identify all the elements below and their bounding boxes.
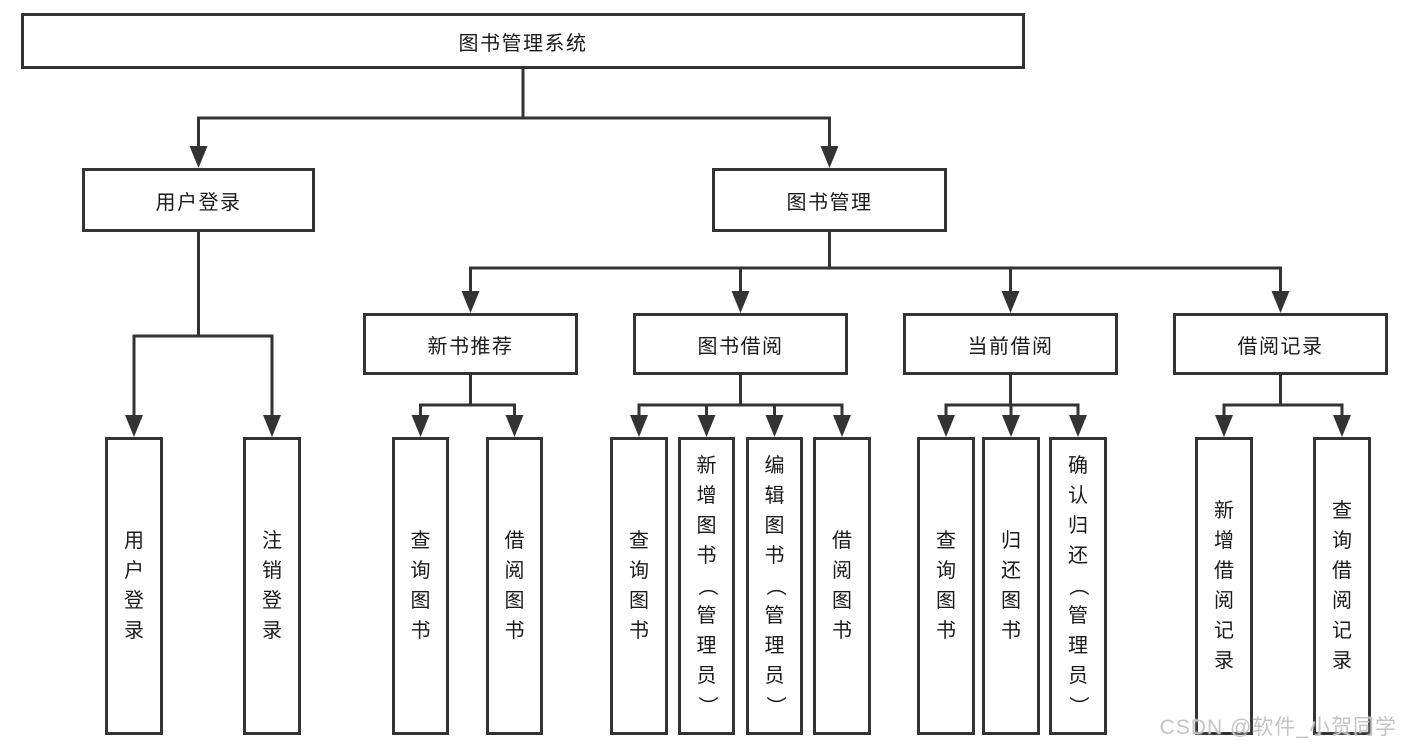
- arrowhead-icon: [833, 415, 851, 437]
- node-label-bb-query: 查询图书: [629, 530, 649, 642]
- node-label-book-mgmt: 图书管理: [786, 191, 873, 214]
- node-label-cb-query: 查询图书: [936, 530, 956, 642]
- node-br-query: 查询借阅记录: [1313, 437, 1371, 735]
- node-label-bb-add: 新增图书（管理员）: [695, 455, 718, 716]
- arrowhead-icon: [765, 415, 784, 437]
- node-user-login: 用户登录: [82, 168, 315, 232]
- node-nb-query: 查询图书: [392, 437, 449, 735]
- arrowhead-icon: [1001, 291, 1020, 313]
- node-label-bb-borrow: 借阅图书: [832, 530, 852, 642]
- node-book-borrow: 图书借阅: [633, 313, 848, 375]
- node-borrow-record: 借阅记录: [1173, 313, 1388, 375]
- node-label-login: 用户登录: [124, 530, 144, 642]
- node-label-logout: 注销登录: [262, 530, 282, 642]
- node-label-book-borrow: 图书借阅: [697, 335, 784, 358]
- node-label-br-add: 新增借阅记录: [1214, 500, 1234, 672]
- arrowhead-icon: [189, 146, 208, 168]
- node-label-nb-query: 查询图书: [410, 530, 431, 642]
- node-label-nb-borrow: 借阅图书: [504, 530, 525, 642]
- arrowhead-icon: [411, 415, 430, 437]
- watermark-text: CSDN @软件_小贺同学: [1159, 716, 1397, 739]
- node-cb-query: 查询图书: [917, 437, 975, 735]
- node-label-new-book: 新书推荐: [427, 335, 514, 358]
- arrowhead-icon: [1002, 415, 1020, 437]
- node-label-current-borrow: 当前借阅: [967, 335, 1054, 358]
- node-bb-borrow: 借阅图书: [813, 437, 871, 735]
- node-bb-edit: 编辑图书（管理员）: [746, 437, 803, 735]
- node-label-br-query: 查询借阅记录: [1332, 500, 1352, 672]
- arrowhead-icon: [125, 415, 143, 437]
- node-new-book: 新书推荐: [363, 313, 578, 375]
- node-logout: 注销登录: [243, 437, 301, 735]
- arrowhead-icon: [1271, 291, 1290, 313]
- arrowhead-icon: [1069, 415, 1087, 437]
- arrowhead-icon: [263, 415, 281, 437]
- arrowhead-icon: [461, 291, 480, 313]
- node-label-borrow-record: 借阅记录: [1237, 335, 1324, 358]
- arrowhead-icon: [505, 415, 524, 437]
- node-cb-confirm: 确认归还（管理员）: [1049, 437, 1107, 735]
- node-label-user-login: 用户登录: [155, 191, 242, 214]
- node-book-mgmt: 图书管理: [712, 168, 947, 232]
- node-login: 用户登录: [105, 437, 163, 735]
- node-label-bb-edit: 编辑图书（管理员）: [763, 455, 786, 716]
- arrowhead-icon: [820, 146, 839, 168]
- arrowhead-icon: [1333, 415, 1351, 437]
- node-label-root: 图书管理系统: [458, 32, 588, 55]
- node-cb-return: 归还图书: [982, 437, 1040, 735]
- node-bb-add: 新增图书（管理员）: [678, 437, 735, 735]
- node-current-borrow: 当前借阅: [903, 313, 1118, 375]
- node-root: 图书管理系统: [21, 13, 1025, 69]
- arrowhead-icon: [1215, 415, 1233, 437]
- arrowhead-icon: [731, 291, 750, 313]
- node-nb-borrow: 借阅图书: [486, 437, 543, 735]
- arrowhead-icon: [697, 415, 716, 437]
- arrowhead-icon: [630, 415, 648, 437]
- node-bb-query: 查询图书: [610, 437, 668, 735]
- arrowhead-icon: [937, 415, 955, 437]
- node-label-cb-confirm: 确认归还（管理员）: [1067, 455, 1089, 716]
- node-br-add: 新增借阅记录: [1195, 437, 1253, 735]
- node-label-cb-return: 归还图书: [1001, 530, 1021, 642]
